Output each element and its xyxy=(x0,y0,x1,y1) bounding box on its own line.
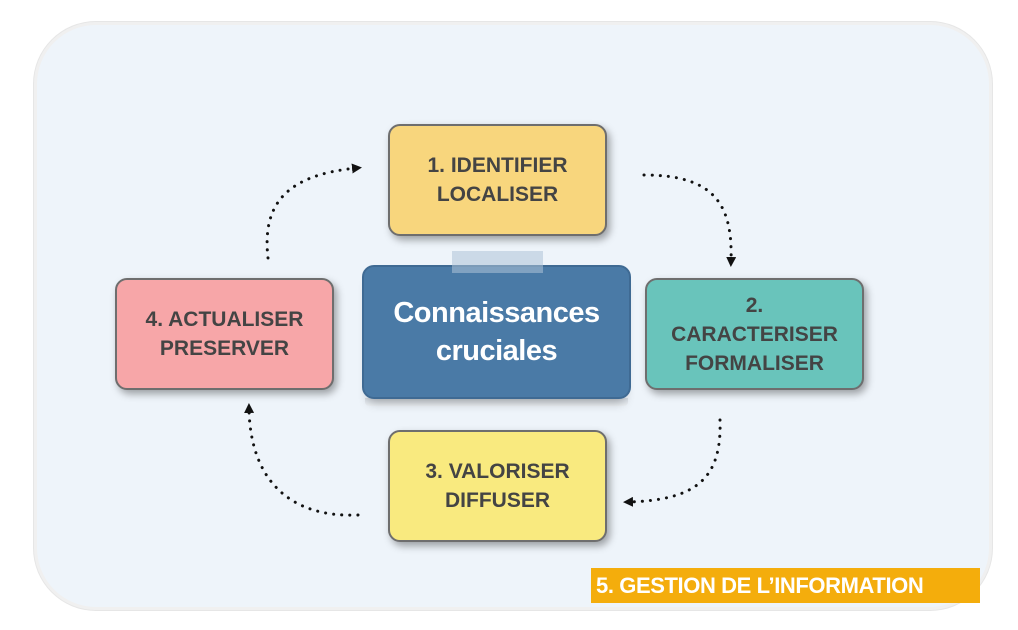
tape-decoration xyxy=(452,251,543,273)
step-4-actualiser-box: 4. ACTUALISER PRESERVER xyxy=(115,278,334,390)
step-1-line-1: 1. IDENTIFIER xyxy=(427,154,568,177)
step-2-line-2: CARACTERISER xyxy=(671,322,838,346)
step-2-line-1: 2. xyxy=(745,293,764,317)
step-3-line-2: DIFFUSER xyxy=(445,489,550,512)
arrow-3-to-4 xyxy=(244,403,360,517)
section-tag: 5. GESTION DE L’INFORMATION xyxy=(591,568,980,603)
center-knowledge-box: Connaissances cruciales xyxy=(362,265,631,399)
step-3-valoriser-box: 3. VALORISER DIFFUSER xyxy=(388,430,607,542)
step-3-line-1: 3. VALORISER xyxy=(425,460,570,483)
arrow-1-to-2 xyxy=(642,173,737,267)
arrow-4-to-1 xyxy=(265,163,362,260)
center-line-2: cruciales xyxy=(435,335,558,367)
step-1-line-2: LOCALISER xyxy=(436,183,559,206)
step-1-identifier-box: 1. IDENTIFIER LOCALISER xyxy=(388,124,607,236)
step-2-caracteriser-box: 2. CARACTERISER FORMALISER xyxy=(645,278,864,390)
center-line-1: Connaissances xyxy=(393,297,600,329)
step-4-line-1: 4. ACTUALISER xyxy=(145,308,304,331)
step-4-line-2: PRESERVER xyxy=(159,337,290,360)
center-shelf xyxy=(365,398,628,406)
arrow-2-to-3 xyxy=(623,418,722,507)
step-2-line-3: FORMALISER xyxy=(685,351,824,375)
